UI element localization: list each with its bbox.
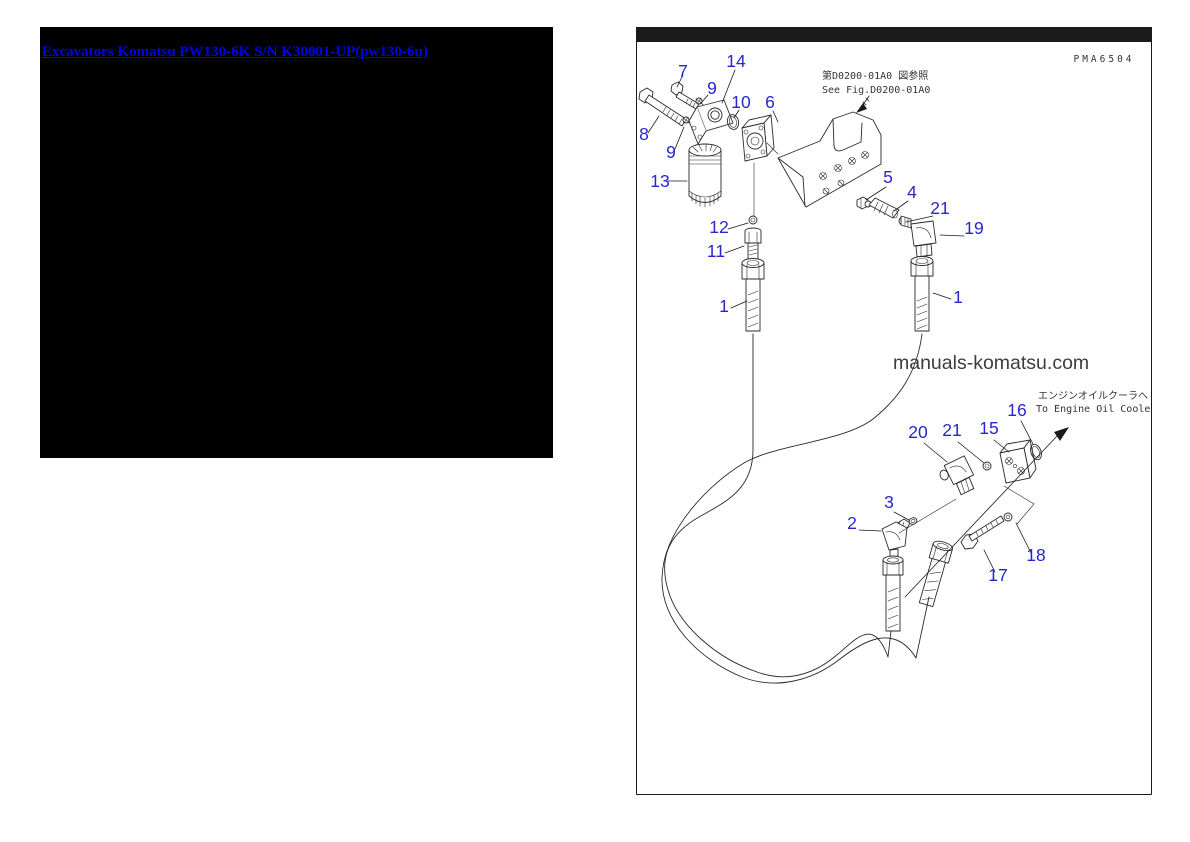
part-label-14: 14	[726, 51, 746, 71]
part-label-21a: 21	[930, 198, 949, 218]
part-label-19: 19	[964, 218, 983, 238]
part-bracket-14	[688, 99, 734, 145]
part-label-16: 16	[1007, 400, 1026, 420]
part-hose-end-angled	[918, 540, 954, 607]
part-fitting-11	[744, 227, 762, 260]
part-flange-15	[999, 439, 1037, 484]
part-fitting-4	[864, 197, 900, 219]
alignment-line	[1003, 485, 1035, 525]
part-label-5: 5	[883, 167, 893, 187]
part-ring-21-lower	[982, 461, 992, 471]
part-mounting-bracket	[777, 111, 882, 208]
hose-route-outer	[661, 333, 930, 684]
parts-diagram-panel: 7 14 9 10 6 8 9 13 5 4 21 19 12 11 1 1 2…	[636, 27, 1152, 795]
part-ring-12	[748, 215, 758, 225]
ref-note-jp: 第D0200-01A0 図参照	[822, 69, 928, 82]
part-labels: 7 14 9 10 6 8 9 13 5 4 21 19 12 11 1 1 2…	[639, 51, 1046, 585]
part-label-18: 18	[1026, 545, 1045, 565]
masked-region	[40, 27, 553, 458]
drawing-code: PMA6504	[1073, 54, 1134, 65]
part-filter-head-6	[741, 114, 779, 162]
engine-note-jp: エンジンオイルクーラへ	[1038, 390, 1148, 402]
drawing	[638, 69, 1069, 684]
panel-top-bar	[636, 27, 1152, 42]
engine-note-en: To Engine Oil Coole	[1036, 404, 1150, 415]
to-engine-arrow	[904, 427, 1069, 598]
part-label-10: 10	[731, 92, 751, 112]
part-oring-10	[726, 114, 740, 130]
part-bolt-17	[960, 515, 1005, 550]
part-oil-filter-13	[688, 143, 722, 208]
model-link[interactable]: Excavators Komatsu PW130-6K S/N K30001-U…	[42, 44, 428, 60]
part-label-7: 7	[678, 61, 688, 81]
part-oring-16	[1030, 443, 1042, 461]
part-label-21b: 21	[942, 420, 961, 440]
part-label-11: 11	[707, 241, 725, 261]
part-label-17: 17	[988, 565, 1007, 585]
part-label-3: 3	[884, 492, 894, 512]
part-label-9b: 9	[666, 142, 676, 162]
leader-lines	[647, 69, 1034, 573]
part-bolt-7	[670, 81, 700, 110]
parts-diagram-svg: 7 14 9 10 6 8 9 13 5 4 21 19 12 11 1 1 2…	[636, 27, 1152, 795]
watermark: manuals-komatsu.com	[893, 352, 1089, 374]
part-bolt-8	[638, 87, 687, 127]
part-washer-18	[1003, 512, 1013, 522]
part-hose-end-vertical	[882, 555, 904, 632]
part-label-1-right: 1	[953, 287, 963, 307]
part-hose-1-left	[741, 258, 765, 332]
panel-border	[636, 42, 1152, 795]
part-label-2: 2	[847, 513, 857, 533]
part-label-6: 6	[765, 92, 775, 112]
part-hose-1-right	[910, 256, 934, 332]
part-label-9a: 9	[707, 78, 717, 98]
part-label-4: 4	[907, 182, 917, 202]
part-label-13: 13	[650, 171, 669, 191]
part-label-20: 20	[908, 422, 928, 442]
hose-route-inner	[664, 333, 892, 678]
part-label-15: 15	[979, 418, 998, 438]
part-screw-9-lower	[682, 116, 694, 127]
ref-note-en: See Fig.D0200-01A0	[822, 85, 930, 96]
part-label-8: 8	[639, 124, 649, 144]
part-label-12: 12	[709, 217, 728, 237]
part-elbow-2	[881, 518, 911, 559]
axis-line-lower	[898, 498, 957, 534]
see-fig-arrow	[856, 95, 870, 113]
part-screw-9-upper	[695, 97, 707, 108]
part-label-1-left: 1	[719, 296, 729, 316]
part-elbow-20	[939, 455, 975, 496]
